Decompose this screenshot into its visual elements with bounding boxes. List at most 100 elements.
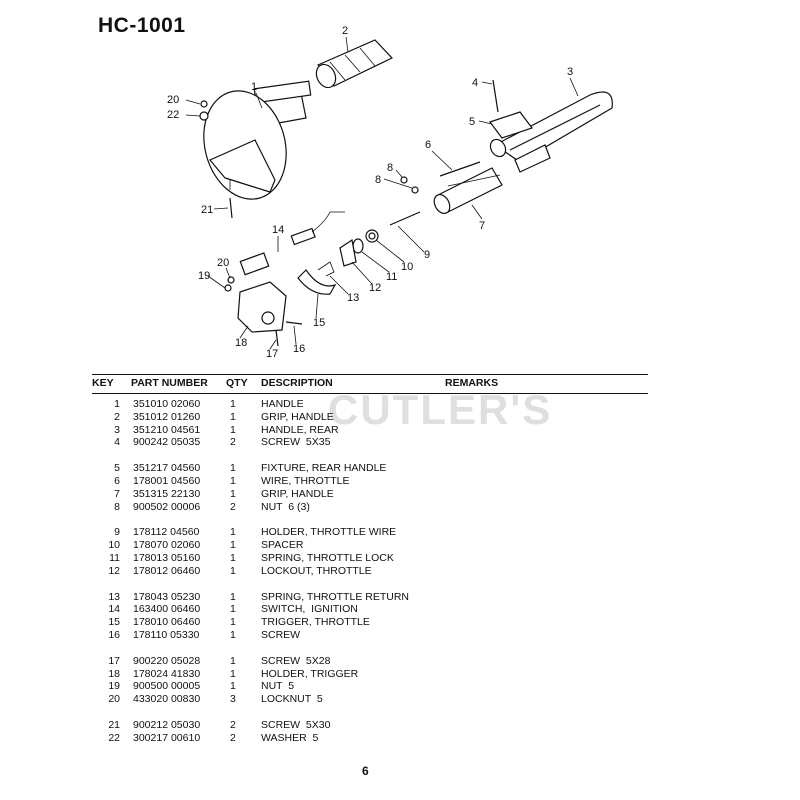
group-gap xyxy=(0,642,800,655)
table-header-rule xyxy=(92,393,648,394)
table-header: KEY PART NUMBER QTY DESCRIPTION REMARKS xyxy=(0,377,800,393)
row-qty: 1 xyxy=(230,423,236,436)
group-gap xyxy=(0,513,800,526)
row-description: LOCKNUT 5 xyxy=(261,693,323,706)
row-description: WASHER 5 xyxy=(261,731,319,744)
callout-14: 14 xyxy=(272,224,284,236)
row-qty: 1 xyxy=(230,539,236,552)
row-qty: 1 xyxy=(230,462,236,475)
table-top-rule xyxy=(92,374,648,375)
row-qty: 1 xyxy=(230,654,236,667)
row-qty: 1 xyxy=(230,590,236,603)
row-description: SCREW xyxy=(261,628,301,641)
header-description: DESCRIPTION xyxy=(261,377,333,389)
callout-10: 10 xyxy=(401,261,413,273)
callout-11: 11 xyxy=(386,271,397,283)
row-part-number: 178024 41830 xyxy=(133,667,201,680)
callout-leaders xyxy=(185,36,579,350)
row-description: NUT 5 xyxy=(261,680,295,693)
watermark: CUTLER'S xyxy=(328,386,553,433)
callout-16: 16 xyxy=(293,343,305,355)
table-row: 19 900500 00005 1 NUT 5 xyxy=(0,680,800,693)
row-description: SPRING, THROTTLE RETURN xyxy=(261,590,409,603)
row-part-number: 900500 00005 xyxy=(133,680,201,693)
part-switch-ignition xyxy=(239,211,345,276)
callout-17: 17 xyxy=(266,348,278,360)
part-throttle-holder-group xyxy=(339,211,421,267)
callout-15: 15 xyxy=(313,317,325,329)
part-trigger-throttle xyxy=(297,269,337,295)
exploded-parts-diagram: 1 2 3 4 5 6 7 8 8 9 10 11 12 13 14 15 16… xyxy=(167,25,613,360)
part-handle xyxy=(203,80,312,200)
callout-20b: 20 xyxy=(167,94,179,106)
row-description: SCREW 5X30 xyxy=(261,718,331,731)
group-gap xyxy=(0,578,800,591)
row-key: 14 xyxy=(108,603,120,616)
row-key: 18 xyxy=(108,667,120,680)
row-description: GRIP, HANDLE xyxy=(261,410,334,423)
part-spring-throttle-return xyxy=(317,261,335,277)
group-gap xyxy=(0,449,800,462)
row-part-number: 178010 06460 xyxy=(133,616,201,629)
row-qty: 2 xyxy=(230,731,236,744)
group-gap xyxy=(0,706,800,719)
part-grip xyxy=(315,39,393,89)
row-qty: 1 xyxy=(230,603,236,616)
row-key: 10 xyxy=(108,539,120,552)
row-key: 3 xyxy=(114,423,120,436)
callout-22: 22 xyxy=(167,109,179,121)
row-key: 8 xyxy=(114,500,120,513)
row-part-number: 178043 05230 xyxy=(133,590,201,603)
part-screw-5x28 xyxy=(275,329,279,347)
row-key: 16 xyxy=(108,628,120,641)
row-description: FIXTURE, REAR HANDLE xyxy=(261,462,387,475)
page-number: 6 xyxy=(362,764,369,778)
row-description: LOCKOUT, THROTTLE xyxy=(261,564,372,577)
row-qty: 2 xyxy=(230,500,236,513)
callout-7: 7 xyxy=(479,220,485,232)
row-qty: 1 xyxy=(230,680,236,693)
row-part-number: 351012 01260 xyxy=(133,410,201,423)
row-qty: 1 xyxy=(230,564,236,577)
row-part-number: 178110 05330 xyxy=(133,628,200,641)
row-description: SCREW 5X28 xyxy=(261,654,331,667)
header-qty: QTY xyxy=(226,377,248,389)
header-key: KEY xyxy=(92,377,114,389)
table-row: 16 178110 05330 1 SCREW xyxy=(0,629,800,642)
callout-13: 13 xyxy=(347,292,359,304)
part-grip-handle xyxy=(433,167,503,215)
callout-4: 4 xyxy=(472,77,478,89)
row-key: 2 xyxy=(114,410,120,423)
row-key: 11 xyxy=(109,551,120,564)
part-screw-5x30 xyxy=(229,197,233,219)
row-part-number: 351217 04560 xyxy=(133,462,201,475)
part-locknut-5 xyxy=(227,276,235,284)
row-key: 5 xyxy=(114,462,120,475)
row-part-number: 900502 00006 xyxy=(133,500,201,513)
row-description: HANDLE xyxy=(261,398,304,410)
row-key: 19 xyxy=(108,680,120,693)
row-key: 1 xyxy=(114,398,120,410)
row-qty: 1 xyxy=(230,628,236,641)
callout-6: 6 xyxy=(425,139,431,151)
part-rear-handle xyxy=(489,91,613,173)
page-title: HC-1001 xyxy=(98,14,186,37)
row-part-number: 351210 04561 xyxy=(133,423,201,436)
row-qty: 1 xyxy=(230,487,236,500)
